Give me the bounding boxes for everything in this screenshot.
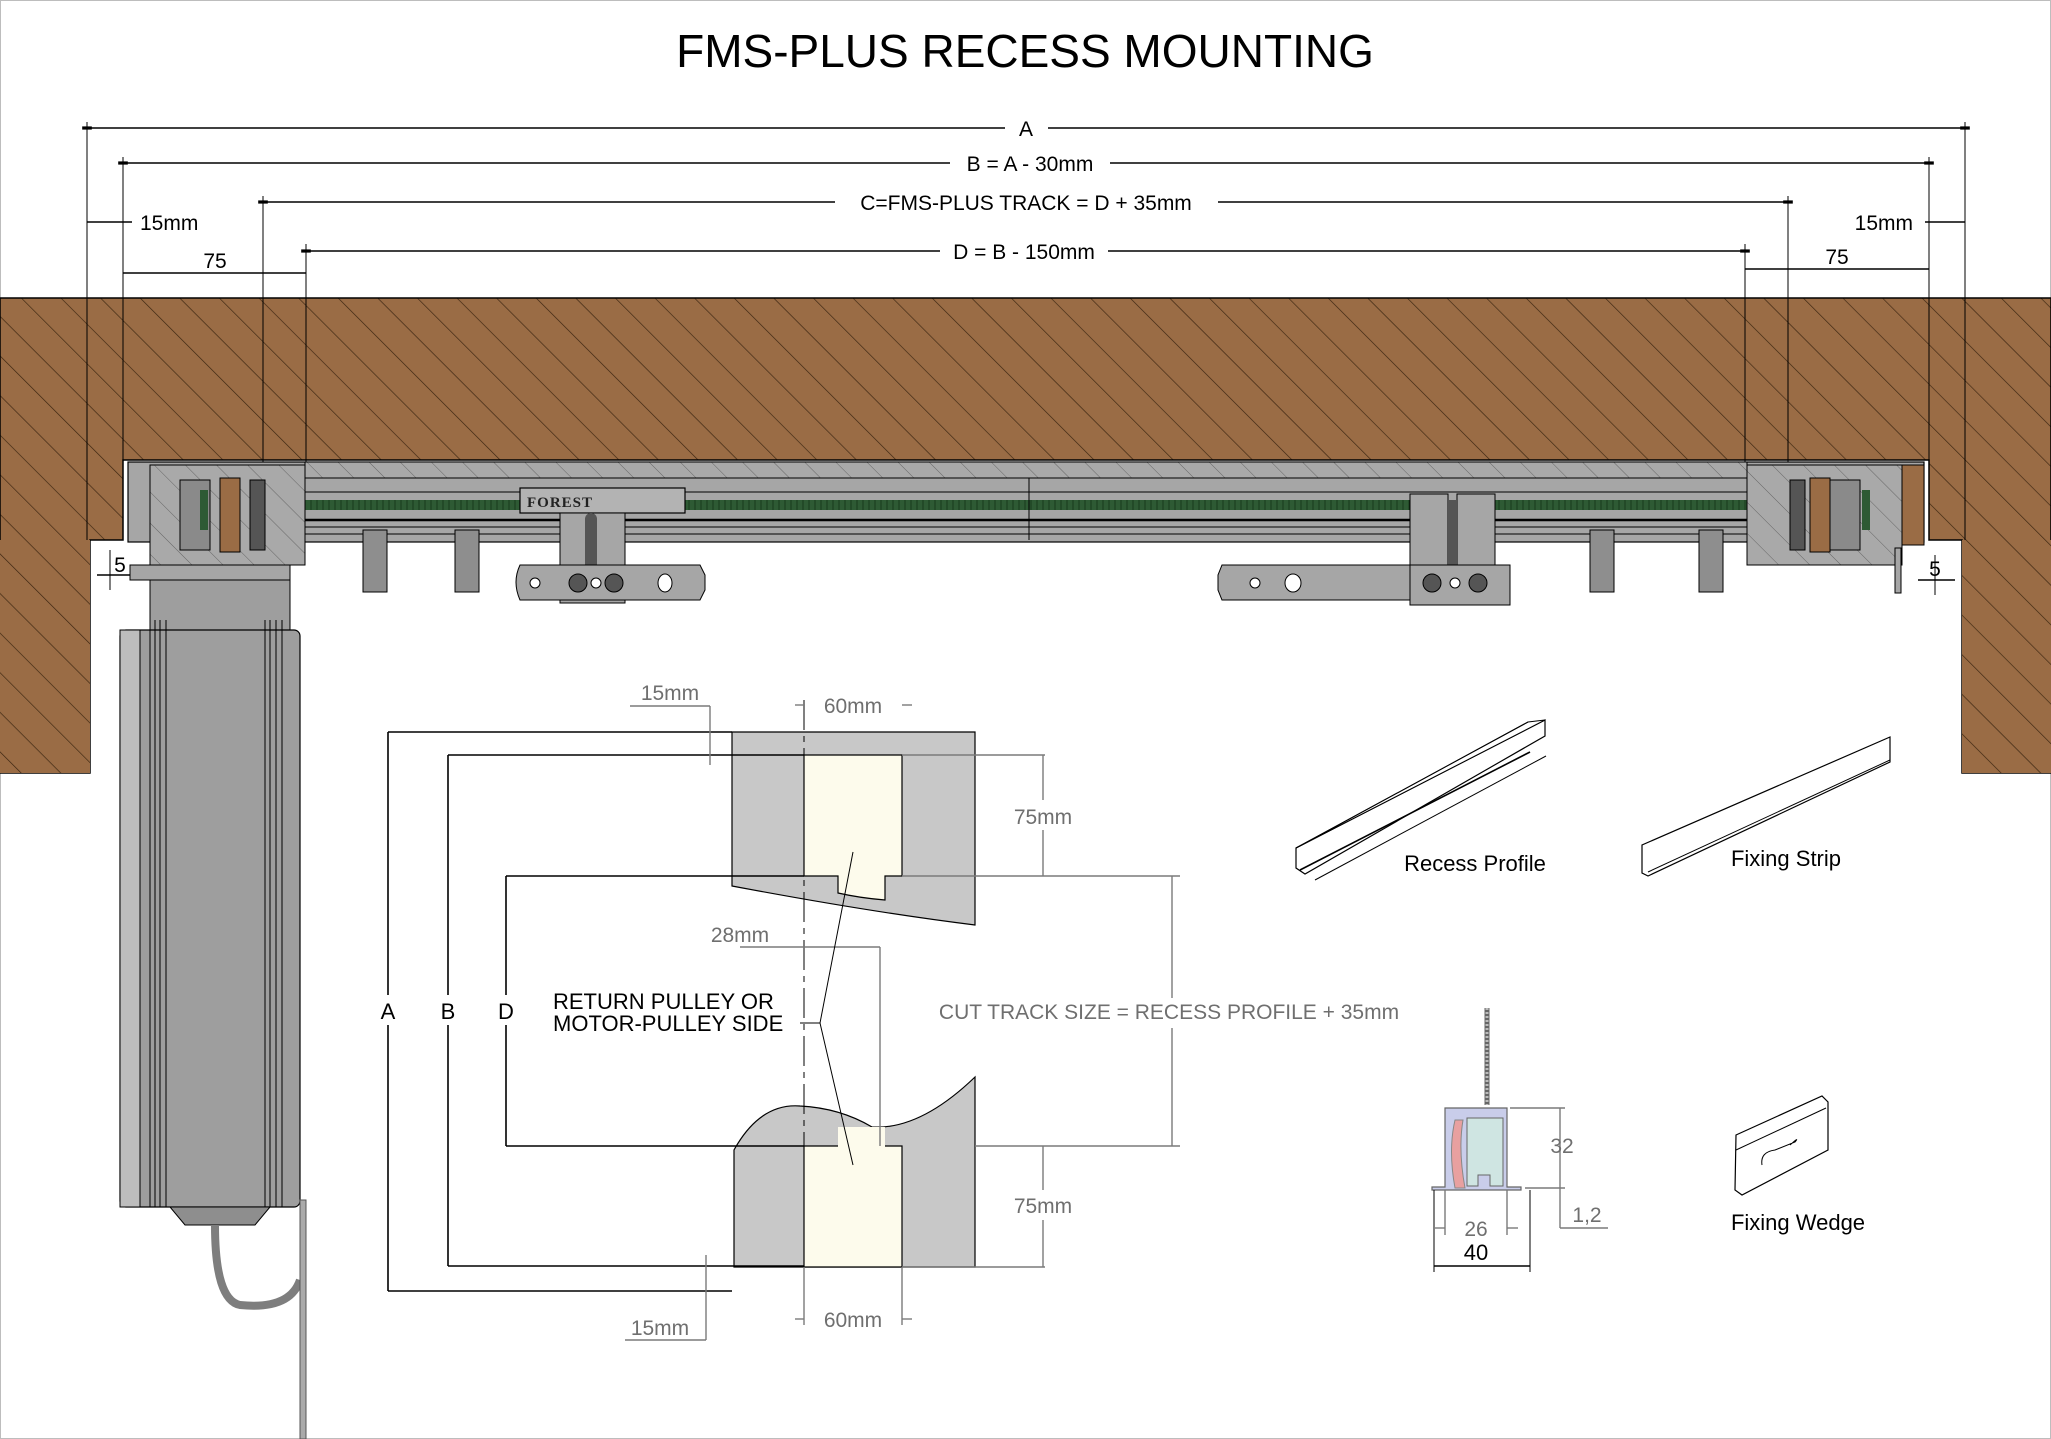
left-clearance-label: 5 xyxy=(114,554,126,577)
cut-detail: A B D 15mm 60mm 75mm 28mm 75mm 60mm 15mm xyxy=(376,682,1430,1341)
brand-logo: FOREST xyxy=(527,495,593,511)
fixing-wedge-label: Fixing Wedge xyxy=(1731,1210,1865,1235)
fixing-strip-illustration: Fixing Strip xyxy=(1641,736,1891,877)
fixing-wedge-illustration: Fixing Wedge xyxy=(1731,1095,1865,1235)
dimension-a-label: A xyxy=(1019,118,1033,141)
profile-height-label: 32 xyxy=(1550,1135,1573,1158)
gliders xyxy=(362,529,1724,593)
top-75mm-label: 75mm xyxy=(1014,806,1072,829)
mid-28mm-label: 28mm xyxy=(711,924,769,947)
drive-belt xyxy=(305,500,1747,510)
recess-profile-illustration: Recess Profile xyxy=(1295,719,1547,881)
bottom-75mm-label: 75mm xyxy=(1014,1195,1072,1218)
cut-dim-a: A xyxy=(381,999,396,1024)
profile-section: 32 1,2 26 40 xyxy=(1431,1008,1608,1272)
dimension-c-label: C=FMS-PLUS TRACK = D + 35mm xyxy=(860,192,1192,215)
top-dimensions: A B = A - 30mm C=FMS-PLUS TRACK = D + 35… xyxy=(82,118,1970,540)
motor xyxy=(119,564,307,1439)
top-60mm-label: 60mm xyxy=(824,695,882,718)
fixing-strip-label: Fixing Strip xyxy=(1731,846,1841,871)
profile-outer-width-label: 40 xyxy=(1464,1240,1488,1265)
left-offset-label: 75 xyxy=(203,250,226,273)
pulley-note-line2: MOTOR-PULLEY SIDE xyxy=(553,1011,783,1036)
page-title: FMS-PLUS RECESS MOUNTING xyxy=(676,25,1374,77)
dimension-b-label: B = A - 30mm xyxy=(967,153,1094,176)
right-clearance-label: 5 xyxy=(1929,558,1941,581)
pulley-note-line1: RETURN PULLEY OR xyxy=(553,989,774,1014)
profile-flange-label: 1,2 xyxy=(1572,1204,1601,1227)
track-assembly: FOREST 5 5 xyxy=(97,461,1955,606)
cut-dim-d: D xyxy=(498,999,514,1024)
bottom-15mm-label: 15mm xyxy=(631,1317,689,1340)
cut-dim-b: B xyxy=(441,999,456,1024)
right-gap-label: 15mm xyxy=(1855,212,1913,235)
cut-track-note: CUT TRACK SIZE = RECESS PROFILE + 35mm xyxy=(939,1001,1399,1024)
profile-inner-width-label: 26 xyxy=(1464,1218,1487,1241)
bottom-60mm-label: 60mm xyxy=(824,1309,882,1332)
recess-profile-label: Recess Profile xyxy=(1404,851,1546,876)
left-gap-label: 15mm xyxy=(140,212,198,235)
right-offset-label: 75 xyxy=(1825,246,1848,269)
top-15mm-label: 15mm xyxy=(641,682,699,705)
dimension-d-label: D = B - 150mm xyxy=(953,241,1095,264)
